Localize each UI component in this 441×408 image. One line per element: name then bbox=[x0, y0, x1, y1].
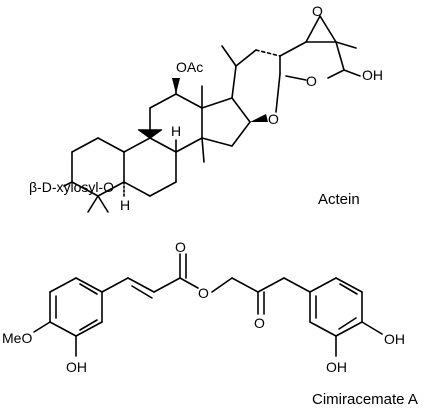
ring-a bbox=[71, 137, 125, 197]
cimiracemate-caption: Cimiracemate A bbox=[312, 391, 418, 408]
sugar-label: β-D-xylosyl-O bbox=[29, 179, 114, 195]
oac-wedge bbox=[172, 78, 180, 94]
actein-oh-label: OH bbox=[362, 67, 383, 83]
ring-b bbox=[123, 137, 177, 197]
cinnamoyl-chain bbox=[101, 253, 199, 299]
gem-dimethyl-2 bbox=[97, 195, 109, 213]
ring-c bbox=[149, 93, 203, 153]
right-benzene-ring bbox=[309, 277, 363, 337]
oac-label: OAc bbox=[176, 59, 203, 75]
c14-methyl bbox=[201, 137, 205, 163]
carbonyl-o-label-1: O bbox=[175, 239, 186, 255]
cyclopropane-ring bbox=[137, 129, 163, 139]
oh-label-1: OH bbox=[66, 359, 87, 375]
o-c22-bond bbox=[275, 73, 281, 113]
methoxy-label: MeO bbox=[2, 330, 32, 346]
ring-o2-label: O bbox=[306, 73, 317, 89]
c16-o-wedge bbox=[250, 114, 268, 122]
phenol-oh-bond-2 bbox=[361, 321, 383, 335]
ketone-chain bbox=[211, 277, 311, 315]
side-chain bbox=[221, 45, 281, 99]
gem-dimethyl-1 bbox=[87, 195, 99, 213]
h-label-c8: H bbox=[171, 123, 181, 139]
ring-o-label: O bbox=[268, 111, 279, 127]
left-benzene-ring bbox=[49, 277, 103, 337]
oh-label-2: OH bbox=[384, 331, 405, 347]
oh-label-3: OH bbox=[326, 359, 347, 375]
cimiracemate-a-structure: MeO OH O O O bbox=[2, 239, 418, 408]
methoxy-bond bbox=[33, 321, 51, 333]
carbonyl-o-label-2: O bbox=[254, 315, 265, 331]
epoxide-o-label: O bbox=[312, 3, 323, 19]
spiroketal-system bbox=[279, 15, 361, 81]
actein-caption: Actein bbox=[318, 191, 360, 208]
actein-structure: β-D-xylosyl-O H H OAc O bbox=[29, 3, 383, 213]
h-label-c5: H bbox=[120, 197, 130, 213]
c3-o-bond bbox=[63, 181, 73, 187]
ester-o-label: O bbox=[198, 285, 209, 301]
ring-d bbox=[201, 97, 251, 147]
